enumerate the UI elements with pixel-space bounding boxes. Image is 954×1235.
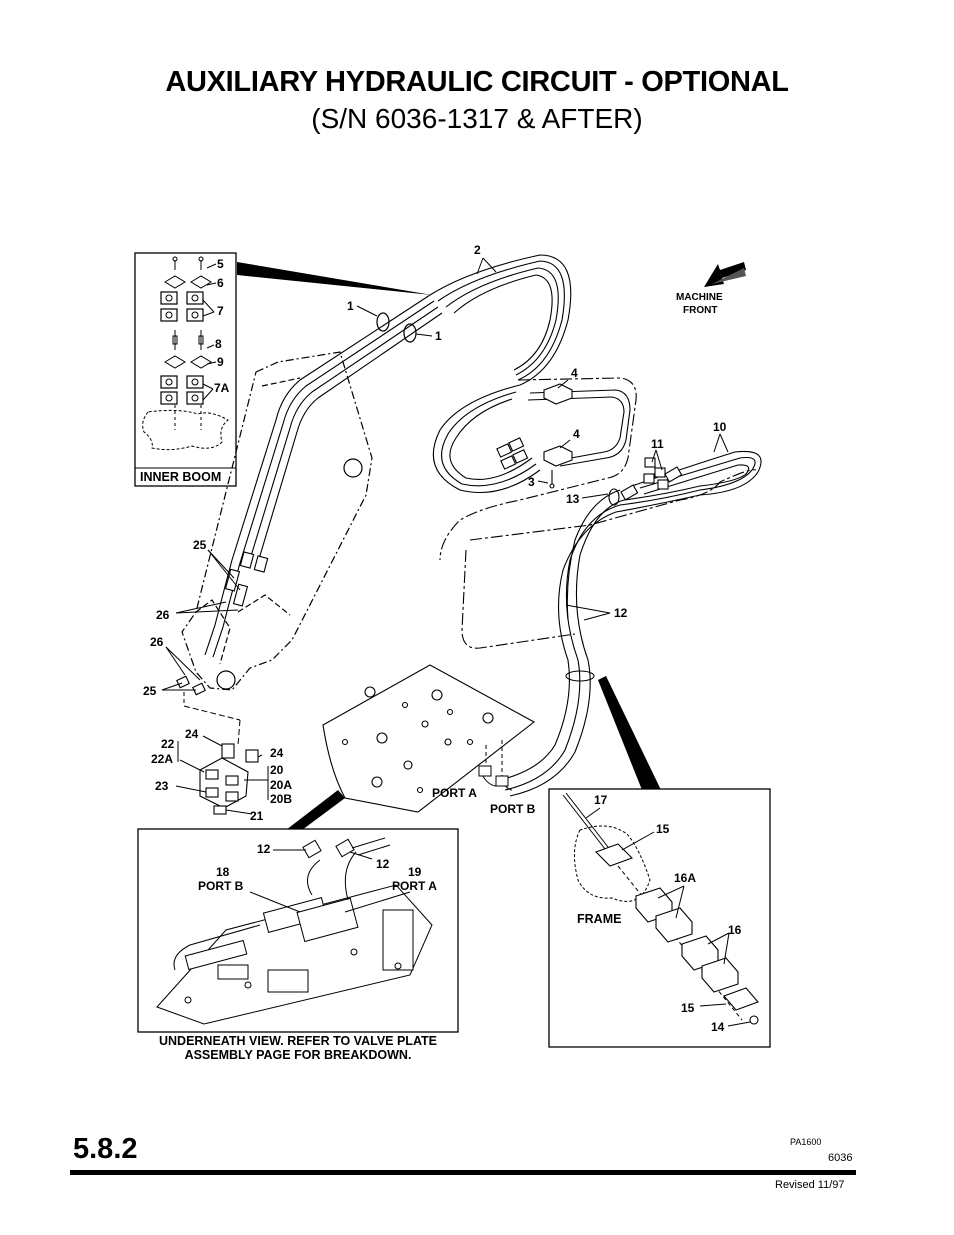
return-hose-loop [432, 384, 631, 493]
frame-label: FRAME [577, 912, 621, 926]
underneath-port-a: PORT A [392, 879, 437, 893]
callout-25b: 25 [143, 684, 157, 698]
hose-clamp-13 [565, 488, 620, 682]
revised-date: Revised 11/97 [775, 1179, 845, 1191]
model-number: 6036 [828, 1152, 853, 1164]
callout-13: 13 [566, 492, 580, 506]
machine-front-arrow-icon [704, 262, 746, 287]
callout-5: 5 [217, 257, 224, 271]
valve-fitting-group [199, 743, 259, 815]
callout-1b: 1 [435, 329, 442, 343]
port-b-label: PORT B [490, 802, 536, 816]
callout-20: 20 [270, 763, 284, 777]
callout-26a: 26 [156, 608, 170, 622]
callout-12: 12 [614, 606, 628, 620]
callout-9: 9 [217, 355, 224, 369]
callout-24a: 24 [185, 727, 199, 741]
underneath-callout-12a: 12 [257, 842, 271, 856]
callout-25a: 25 [193, 538, 207, 552]
footer-rule [70, 1170, 856, 1175]
clamp-4 [543, 383, 573, 489]
hose-loop-outline [439, 377, 757, 649]
callout-24b: 24 [270, 746, 284, 760]
callout-7a: 7A [214, 381, 230, 395]
callout-22: 22 [161, 737, 175, 751]
callout-11: 11 [651, 437, 664, 451]
callout-20b: 20B [270, 792, 292, 806]
callout-1a: 1 [347, 299, 354, 313]
callout-6: 6 [217, 276, 224, 290]
frame-callout-16a: 16A [674, 871, 696, 885]
frame-callout-16: 16 [728, 923, 742, 937]
callout-8: 8 [215, 337, 222, 351]
machine-front-label-1: MACHINE [676, 292, 723, 303]
callout-2: 2 [474, 243, 481, 257]
underneath-callout-18: 18 [216, 865, 230, 879]
page-subtitle: (S/N 6036-1317 & AFTER) [311, 103, 643, 134]
callout-23: 23 [155, 779, 169, 793]
underneath-callout-19: 19 [408, 865, 422, 879]
page-title: AUXILIARY HYDRAULIC CIRCUIT - OPTIONAL [165, 66, 789, 98]
fittings-11 [620, 457, 683, 501]
port-a-label: PORT A [432, 786, 477, 800]
underneath-port-b: PORT B [198, 879, 244, 893]
underneath-callout-12b: 12 [376, 857, 390, 871]
callout-3: 3 [528, 475, 535, 489]
boom-hoses [204, 254, 572, 658]
underneath-caption-1: UNDERNEATH VIEW. REFER TO VALVE PLATE [159, 1034, 437, 1048]
callout-4a: 4 [571, 366, 578, 380]
pump-hoses [499, 450, 762, 797]
hose-clamps [376, 312, 417, 343]
drawing-code: PA1600 [790, 1137, 822, 1147]
coupling-fittings [496, 437, 529, 470]
callout-10: 10 [713, 420, 727, 434]
frame-callout-14: 14 [711, 1020, 725, 1034]
callout-7: 7 [217, 304, 224, 318]
frame-callout-17: 17 [594, 793, 608, 807]
frame-callout-15b: 15 [681, 1001, 695, 1015]
frame-clamp-inset: 17 15 16A 16 15 14 FRAME [548, 788, 771, 1048]
callout-26b: 26 [150, 635, 164, 649]
valve-plate [322, 664, 535, 813]
callout-4b: 4 [573, 427, 580, 441]
page-number: 5.8.2 [73, 1133, 138, 1165]
callout-22a: 22A [151, 752, 173, 766]
inner-boom-structure [181, 351, 373, 691]
inner-boom-inset: 5 6 7 8 9 7A INNER BOOM [134, 252, 432, 487]
callout-21: 21 [250, 809, 264, 823]
underneath-view-inset: 12 12 18 PORT B 19 PORT A UNDERNEATH VIE… [137, 828, 459, 1062]
callout-20a: 20A [270, 778, 292, 792]
inner-boom-caption: INNER BOOM [140, 470, 221, 484]
boom-fittings-25-26 [176, 551, 269, 696]
underneath-caption-2: ASSEMBLY PAGE FOR BREAKDOWN. [185, 1048, 412, 1062]
frame-callout-15a: 15 [656, 822, 670, 836]
machine-front-label-2: FRONT [683, 305, 717, 316]
